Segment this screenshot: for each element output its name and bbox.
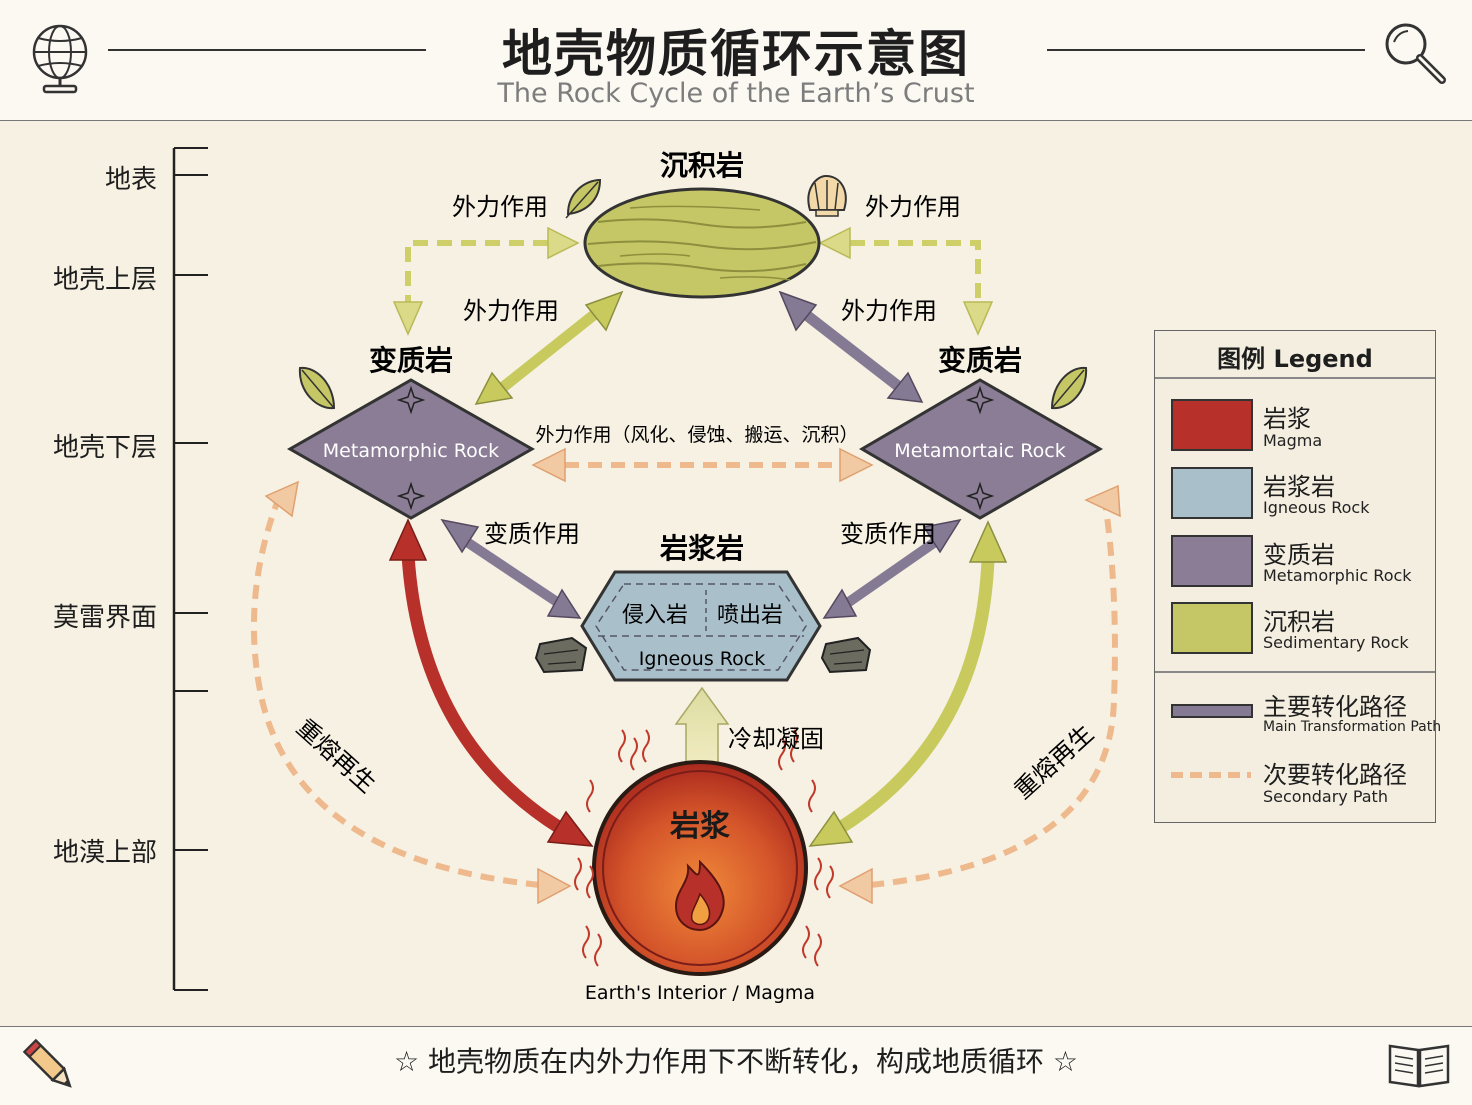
- page-subtitle: The Rock Cycle of the Earth’s Crust: [497, 78, 975, 109]
- header-rule-right: [1047, 49, 1365, 51]
- heat-waves: [574, 729, 834, 967]
- page-title: 地壳物质循环示意图: [502, 25, 970, 83]
- arrow-metamorphism-left: [440, 518, 582, 619]
- header-rule-left: [108, 49, 426, 51]
- metamorphic-rock-right-node: [859, 378, 1104, 520]
- metamorphic-rock-left-node: [286, 378, 536, 520]
- depth-label-surface: 地表: [104, 165, 157, 195]
- depth-label-upper-crust: 地壳上层: [52, 265, 157, 295]
- secondary-path-remelt-left: [250, 480, 572, 905]
- legend-divider: [1155, 671, 1435, 673]
- arrow-magma-metamorphic-right: [808, 520, 1008, 847]
- secondary-path-remelt-right: [838, 484, 1121, 905]
- secondary-path-top-left: [392, 226, 580, 336]
- depth-label-lower-crust: 地壳下层: [52, 433, 157, 463]
- legend: 图例 Legend 岩浆 Magma 岩浆岩 Igneous Rock 变质岩 …: [1154, 330, 1441, 823]
- leaf-icon: [298, 178, 1088, 410]
- footer: [0, 1026, 1472, 1105]
- legend-label-igneous: 岩浆岩: [1263, 473, 1335, 501]
- header: [0, 0, 1472, 121]
- legend-swatch-secondary-path: [1171, 772, 1251, 778]
- label-cooling: 冷却凝固: [728, 725, 824, 753]
- legend-label-secondary-path: 次要转化路径: [1263, 761, 1407, 789]
- magma-title: 岩浆: [670, 809, 730, 844]
- legend-label-sedimentary: 沉积岩: [1263, 608, 1335, 636]
- igneous-rock-node: [580, 570, 822, 682]
- arrow-sedimentary-metamorphic-right: [778, 290, 924, 403]
- magnifier-icon: [1385, 23, 1446, 84]
- pencil-icon: [22, 1038, 72, 1088]
- legend-swatch-igneous: [1171, 467, 1253, 519]
- label-metamorphism-right: 变质作用: [840, 520, 936, 548]
- legend-swatch-sedimentary: [1171, 602, 1253, 654]
- secondary-path-horizontal: [531, 447, 874, 483]
- legend-divider: [1155, 377, 1435, 379]
- label-external-top-right: 外力作用: [865, 193, 961, 221]
- sedimentary-title: 沉积岩: [660, 149, 744, 182]
- sedimentary-rock-node: [583, 187, 821, 299]
- footer-summary: ☆ 地壳物质在内外力作用下不断转化，构成地质循环 ☆: [393, 1045, 1078, 1078]
- label-metamorphism-left: 变质作用: [484, 520, 580, 548]
- shell-icon: [807, 174, 847, 217]
- depth-axis: [172, 147, 208, 991]
- label-external-mid-right: 外力作用: [841, 297, 937, 325]
- legend-sublabel-magma: Magma: [1263, 431, 1323, 450]
- legend-swatch-magma: [1171, 399, 1253, 451]
- depth-label-moho: 莫雷界面: [52, 603, 157, 633]
- arrow-cooling: [674, 686, 730, 771]
- book-icon: [1388, 1044, 1450, 1088]
- label-external-horizontal: 外力作用（风化、侵蚀、搬运、沉积）: [535, 424, 858, 446]
- legend-label-main-path: 主要转化路径: [1263, 693, 1407, 721]
- metamorphic-right-label: Metamortaic Rock: [894, 440, 1065, 462]
- label-external-top-left: 外力作用: [452, 193, 548, 221]
- depth-label-upper-mantle: 地漠上部: [52, 838, 157, 868]
- metamorphic-left-title: 变质岩: [369, 344, 453, 377]
- extrusive-label: 喷出岩: [717, 603, 783, 628]
- legend-sublabel-sedimentary: Sedimentary Rock: [1263, 633, 1409, 652]
- arrow-metamorphism-right: [822, 518, 962, 619]
- magma-caption: Earth's Interior / Magma: [585, 982, 815, 1004]
- globe-icon: [32, 24, 88, 94]
- legend-swatch-metamorphic: [1171, 535, 1253, 587]
- legend-sublabel-metamorphic: Metamorphic Rock: [1263, 566, 1412, 585]
- metamorphic-right-title: 变质岩: [938, 344, 1022, 377]
- arrow-magma-metamorphic-left: [388, 518, 594, 847]
- label-external-mid-left: 外力作用: [463, 297, 559, 325]
- legend-sublabel-igneous: Igneous Rock: [1263, 498, 1370, 517]
- legend-label-metamorphic: 变质岩: [1263, 541, 1335, 569]
- igneous-title: 岩浆岩: [659, 532, 744, 565]
- arrow-sedimentary-metamorphic-left: [474, 290, 624, 405]
- legend-sublabel-secondary-path: Secondary Path: [1263, 787, 1388, 806]
- legend-label-magma: 岩浆: [1263, 405, 1311, 433]
- metamorphic-left-label: Metamorphic Rock: [323, 440, 499, 462]
- legend-sublabel-main-path: Main Transformation Path: [1263, 719, 1442, 735]
- intrusive-label: 侵入岩: [622, 603, 688, 628]
- secondary-path-top-right: [818, 226, 994, 336]
- rock-icon: [534, 636, 872, 674]
- fire-icon: [674, 859, 725, 932]
- legend-swatch-main-path: [1171, 704, 1253, 718]
- igneous-label: Igneous Rock: [639, 648, 765, 670]
- legend-title: 图例 Legend: [1217, 345, 1373, 373]
